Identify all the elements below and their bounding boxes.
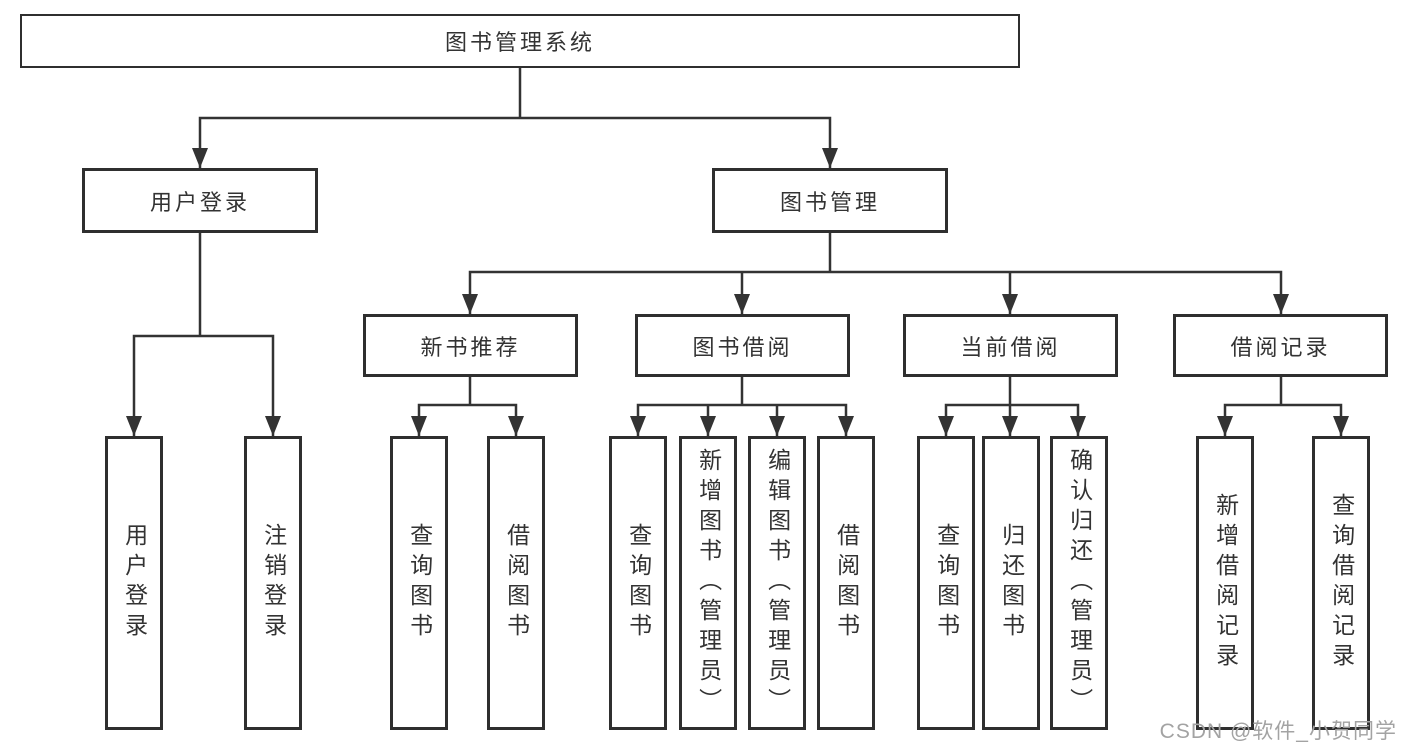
node-current-borrowing: 当前借阅 (903, 314, 1118, 377)
csdn-watermark: CSDN @软件_小贺同学 (1159, 720, 1397, 743)
leaf-borrow-query-books: 查询图书 (609, 436, 667, 730)
node-book-borrowing: 图书借阅 (635, 314, 850, 377)
connector-paths (132, 68, 1343, 436)
leaf-borrow-borrow-books: 借阅图书 (817, 436, 875, 730)
leaf-current-confirm-return-admin: 确认归还（管理员） (1050, 436, 1108, 730)
leaf-current-query-books: 查询图书 (917, 436, 975, 730)
node-new-book-recommend: 新书推荐 (363, 314, 578, 377)
node-borrowing-records: 借阅记录 (1173, 314, 1388, 377)
leaf-logout: 注销登录 (244, 436, 302, 730)
leaf-newbook-borrow-books: 借阅图书 (487, 436, 545, 730)
leaf-current-return-books: 归还图书 (982, 436, 1040, 730)
node-user-login: 用户登录 (82, 168, 318, 233)
node-book-management: 图书管理 (712, 168, 948, 233)
leaf-records-add-record: 新增借阅记录 (1196, 436, 1254, 730)
arrowheads (126, 148, 1349, 436)
leaf-borrow-add-books-admin: 新增图书（管理员） (679, 436, 737, 730)
leaf-records-query-record: 查询借阅记录 (1312, 436, 1370, 730)
leaf-user-login: 用户登录 (105, 436, 163, 730)
leaf-borrow-edit-books-admin: 编辑图书（管理员） (748, 436, 806, 730)
leaf-newbook-query-books: 查询图书 (390, 436, 448, 730)
node-root-system: 图书管理系统 (20, 14, 1020, 68)
